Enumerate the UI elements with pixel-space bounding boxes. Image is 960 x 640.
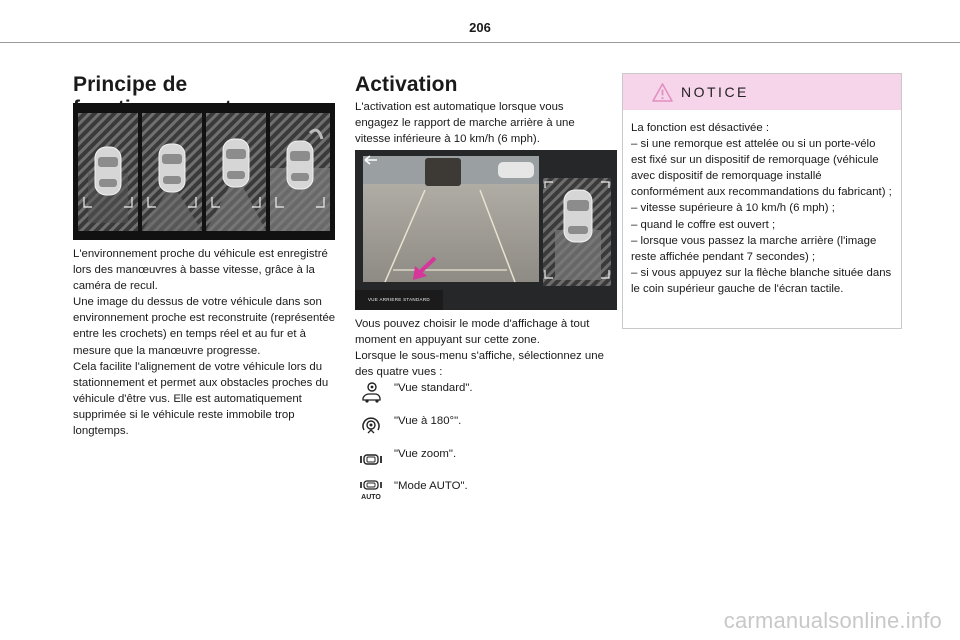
principle-description: L'environnement proche du véhicule est e… (73, 248, 336, 438)
back-arrow-icon[interactable] (364, 155, 377, 165)
view-option-label: "Vue standard". (394, 382, 473, 394)
notice-title: NOTICE (681, 84, 749, 100)
zoom-view-icon (360, 454, 382, 465)
180-view-icon (362, 417, 380, 434)
view-option-auto: AUTO "Mode AUTO". (355, 478, 617, 504)
column-activation: Activation L'activation est automatique … (355, 70, 617, 501)
svg-text:AUTO: AUTO (361, 494, 381, 501)
notice-text: La fonction est désactivée : – si une re… (631, 122, 892, 295)
view-option-label: "Vue zoom". (394, 448, 457, 460)
standard-view-icon (362, 382, 381, 403)
column-principle: Principe de fonctionnement (73, 70, 335, 437)
top-view-sequence-graphic (73, 103, 335, 240)
camera-view-mode-label[interactable]: VUE ARRIERE STANDARD (368, 297, 430, 302)
activation-intro: L'activation est automatique lorsque vou… (355, 101, 575, 146)
notice-box: NOTICE La fonction est désactivée : – si… (622, 73, 902, 329)
page-number: 206 (469, 20, 491, 35)
top-view-illustration (73, 103, 335, 240)
watermark: carmanualsonline.info (723, 608, 942, 633)
view-selection-text: Vous pouvez choisir le mode d'affichage … (355, 318, 604, 379)
header-divider (0, 42, 960, 43)
view-option-standard: "Vue standard". (355, 380, 617, 406)
rear-camera-graphic (355, 150, 617, 310)
auto-mode-icon: AUTO (360, 480, 382, 501)
view-option-180: "Vue à 180°". (355, 413, 617, 439)
warning-triangle-icon (652, 83, 673, 102)
section-title-activation: Activation (355, 73, 458, 96)
view-option-zoom: "Vue zoom". (355, 446, 617, 472)
view-option-label: "Mode AUTO". (394, 480, 468, 492)
notice-header: NOTICE (623, 74, 901, 110)
rear-camera-screen: VUE ARRIERE STANDARD (355, 150, 617, 310)
view-option-label: "Vue à 180°". (394, 415, 462, 427)
